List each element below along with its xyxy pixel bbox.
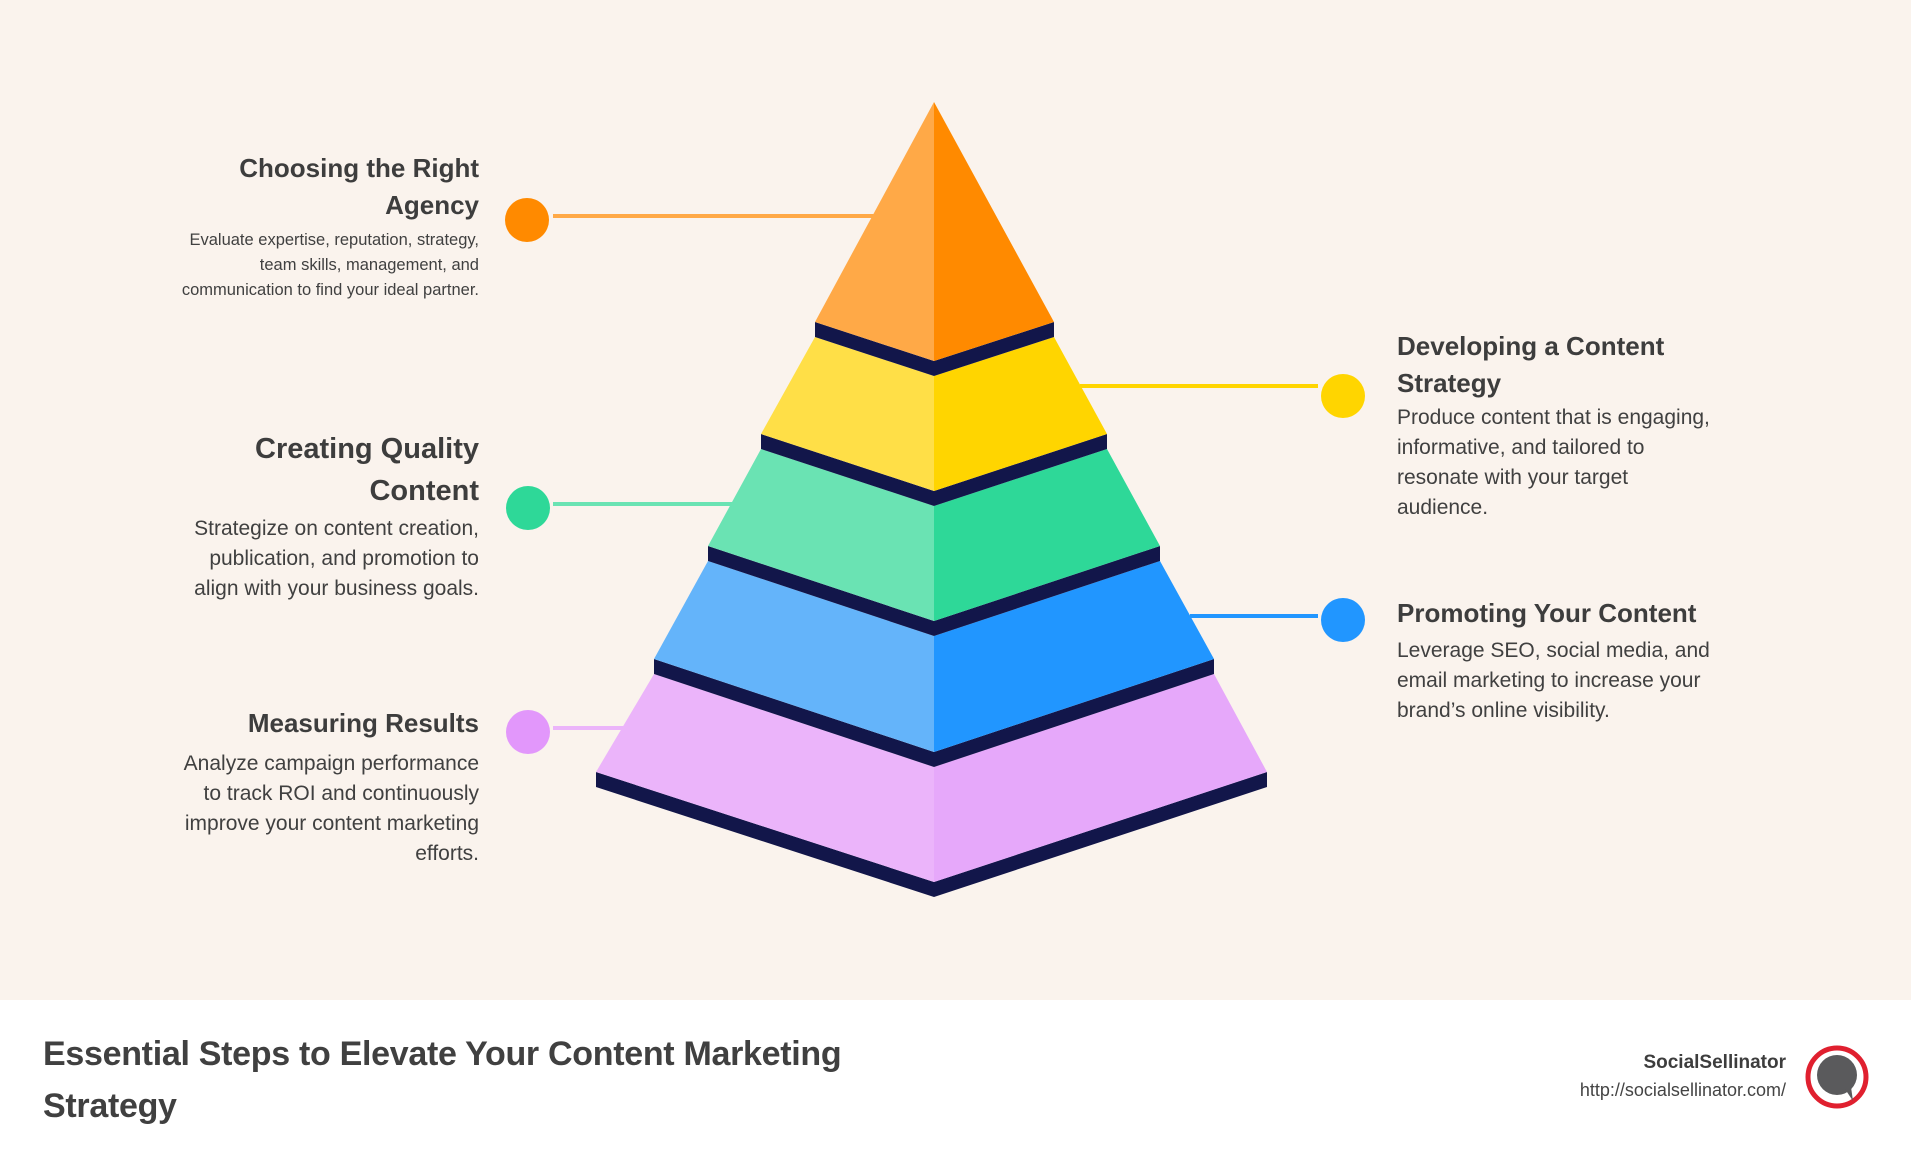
brand-url-link[interactable]: http://socialsellinator.com/: [1579, 1080, 1786, 1100]
step-agency-desc-line: team skills, management, and: [259, 256, 479, 274]
pyramid-layer-strategy: [761, 337, 1107, 506]
step-strategy-title-line: Developing a Content: [1397, 331, 1665, 361]
step-measuring-desc-line: to track ROI and continuously: [203, 782, 479, 805]
step-strategy-desc-line: resonate with your target: [1397, 466, 1629, 489]
step-agency-title-line: Agency: [385, 190, 479, 220]
step-agency-desc-line: communication to find your ideal partner…: [181, 281, 479, 299]
pyramid-layer-quality: [708, 449, 1160, 636]
brand-info: SocialSellinator http://socialsellinator…: [1580, 1050, 1786, 1104]
step-agency-title-line: Choosing the Right: [239, 153, 479, 183]
step-promoting-desc-line: email marketing to increase your: [1397, 669, 1701, 692]
dot-quality: [506, 486, 550, 530]
step-strategy-title-line: Strategy: [1397, 368, 1502, 398]
step-strategy-desc-line: Produce content that is engaging,: [1397, 406, 1710, 429]
step-quality: Creating Quality Content Strategize on c…: [59, 428, 479, 604]
step-quality-desc-line: publication, and promotion to: [209, 547, 479, 570]
pyramid-layer-measuring: [596, 674, 1267, 897]
footer: Essential Steps to Elevate Your Content …: [0, 1000, 1911, 1160]
dot-agency: [505, 198, 549, 242]
dot-measuring: [506, 710, 550, 754]
speech-bubble-logo-icon: [1805, 1045, 1869, 1109]
step-quality-title-line: Content: [369, 475, 479, 507]
step-measuring-title-line: Measuring Results: [247, 708, 479, 738]
footer-title: Essential Steps to Elevate Your Content …: [43, 1035, 842, 1125]
pyramid-diagram: [553, 102, 1318, 897]
step-agency-desc-line: Evaluate expertise, reputation, strategy…: [189, 231, 479, 249]
step-agency: Choosing the Right Agency Evaluate exper…: [79, 150, 479, 303]
pyramid-layer-promoting: [654, 561, 1214, 767]
brand-name: SocialSellinator: [1643, 1052, 1786, 1073]
pyramid-layer-agency: [815, 102, 1054, 376]
step-promoting-desc-line: Leverage SEO, social media, and: [1397, 639, 1710, 662]
step-promoting-title-line: Promoting Your Content: [1397, 598, 1697, 628]
step-quality-desc-line: Strategize on content creation,: [194, 517, 479, 540]
step-strategy-desc-line: audience.: [1397, 496, 1489, 519]
dot-strategy: [1321, 374, 1365, 418]
step-quality-desc-line: align with your business goals.: [194, 577, 479, 600]
dot-promoting: [1321, 598, 1365, 642]
step-quality-title-line: Creating Quality: [255, 433, 479, 465]
step-measuring: Measuring Results Analyze campaign perfo…: [59, 704, 479, 869]
step-measuring-desc-line: efforts.: [415, 842, 479, 865]
step-promoting-desc-line: brand’s online visibility.: [1397, 699, 1610, 722]
step-promoting: Promoting Your Content Leverage SEO, soc…: [1397, 594, 1817, 726]
step-measuring-desc-line: Analyze campaign performance: [183, 752, 479, 775]
step-strategy-desc-line: informative, and tailored to: [1397, 436, 1645, 459]
step-measuring-desc-line: improve your content marketing: [184, 812, 479, 835]
infographic-canvas: Choosing the Right Agency Evaluate exper…: [59, 102, 1817, 897]
step-strategy: Developing a Content Strategy Produce co…: [1397, 328, 1817, 523]
